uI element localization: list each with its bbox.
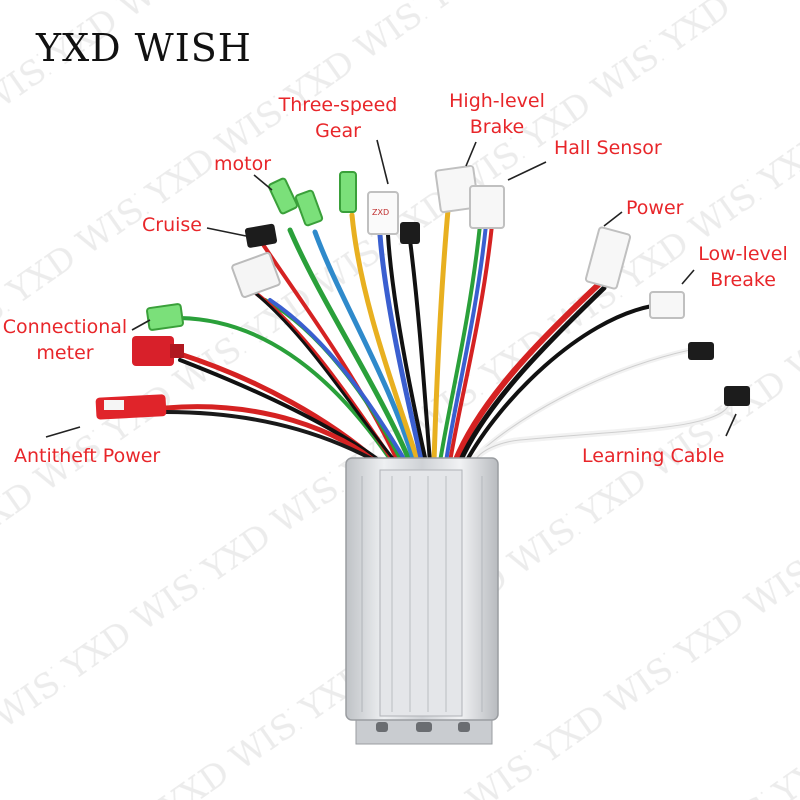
label-line: Gear bbox=[315, 120, 361, 142]
label-line: Breake bbox=[710, 269, 776, 291]
label-high-level-brake: High-level Brake bbox=[432, 88, 562, 140]
label-cruise: Cruise bbox=[142, 214, 202, 236]
label-line: meter bbox=[36, 342, 94, 364]
brand-logo-text: YXD WISH bbox=[36, 26, 252, 70]
label-line: Low-level bbox=[698, 243, 788, 265]
wire-bundle bbox=[163, 207, 733, 470]
connectors: ZXD bbox=[95, 164, 750, 420]
label-line: Brake bbox=[469, 116, 525, 138]
label-line: Connectional bbox=[2, 316, 128, 338]
label-line: High-level bbox=[449, 90, 545, 112]
svg-text:ZXD: ZXD bbox=[372, 208, 389, 217]
label-connectional-meter: Connectional meter bbox=[0, 314, 130, 366]
label-three-speed-gear: Three-speed Gear bbox=[268, 92, 408, 144]
label-low-level-brake: Low-level Breake bbox=[690, 241, 796, 293]
label-hall-sensor: Hall Sensor bbox=[554, 137, 662, 159]
label-learning-cable: Learning Cable bbox=[582, 445, 725, 467]
controller-housing bbox=[345, 457, 499, 745]
label-antitheft-power: Antitheft Power bbox=[14, 445, 161, 467]
leader-lines bbox=[45, 139, 737, 438]
label-power: Power bbox=[626, 197, 684, 219]
label-line: Three-speed bbox=[278, 94, 398, 116]
label-motor: motor bbox=[214, 153, 272, 175]
